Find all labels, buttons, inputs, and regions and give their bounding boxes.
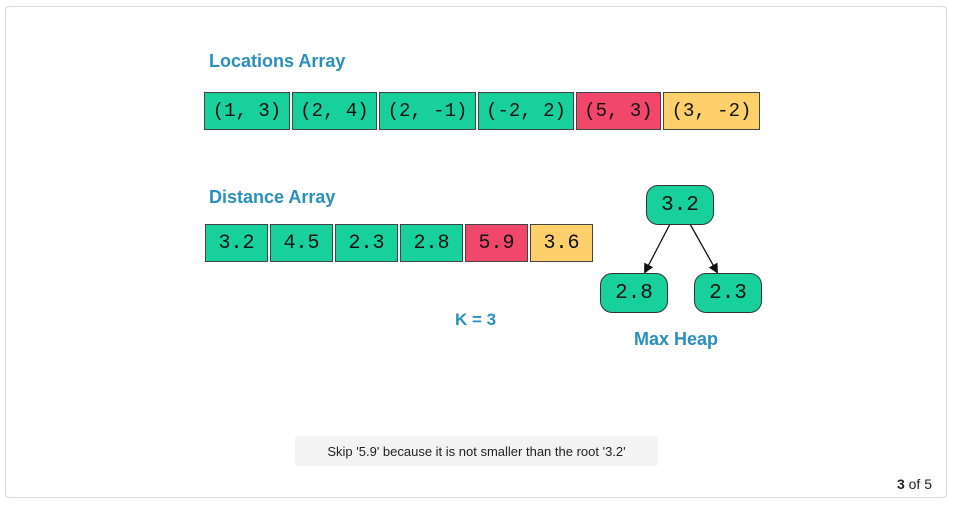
- pager-current: 3: [896, 476, 905, 492]
- location-cell: (3, -2): [663, 92, 760, 130]
- slide-pager: 3 of 5: [897, 476, 932, 492]
- heap-node-root: 3.2: [646, 185, 714, 225]
- location-cell: (2, 4): [292, 92, 377, 130]
- distance-array-title: Distance Array: [209, 187, 336, 207]
- location-cell: (1, 3): [204, 92, 290, 130]
- distance-cell: 5.9: [465, 224, 528, 262]
- pager-total: 5: [924, 476, 932, 492]
- heap-node-right: 2.3: [694, 273, 762, 313]
- heap-edge-left: [644, 223, 671, 274]
- max-heap-title: Max Heap: [634, 329, 719, 349]
- distance-cell: 4.5: [270, 224, 333, 262]
- location-cell: (5, 3): [576, 92, 661, 130]
- locations-array: (1, 3) (2, 4) (2, -1) (-2, 2) (5, 3) (3,…: [204, 92, 762, 130]
- heap-node-left: 2.8: [600, 273, 668, 313]
- pager-separator: of: [908, 476, 921, 492]
- locations-array-title: Locations Array: [209, 51, 346, 71]
- step-caption: Skip '5.9' because it is not smaller tha…: [295, 436, 658, 466]
- k-value-label: K = 3: [455, 310, 497, 329]
- location-cell: (-2, 2): [478, 92, 574, 130]
- location-cell: (2, -1): [379, 92, 476, 130]
- distance-array: 3.2 4.5 2.3 2.8 5.9 3.6: [205, 224, 595, 262]
- distance-cell: 3.2: [205, 224, 268, 262]
- distance-cell: 3.6: [530, 224, 593, 262]
- heap-edge-right: [689, 223, 718, 274]
- distance-cell: 2.3: [335, 224, 398, 262]
- distance-cell: 2.8: [400, 224, 463, 262]
